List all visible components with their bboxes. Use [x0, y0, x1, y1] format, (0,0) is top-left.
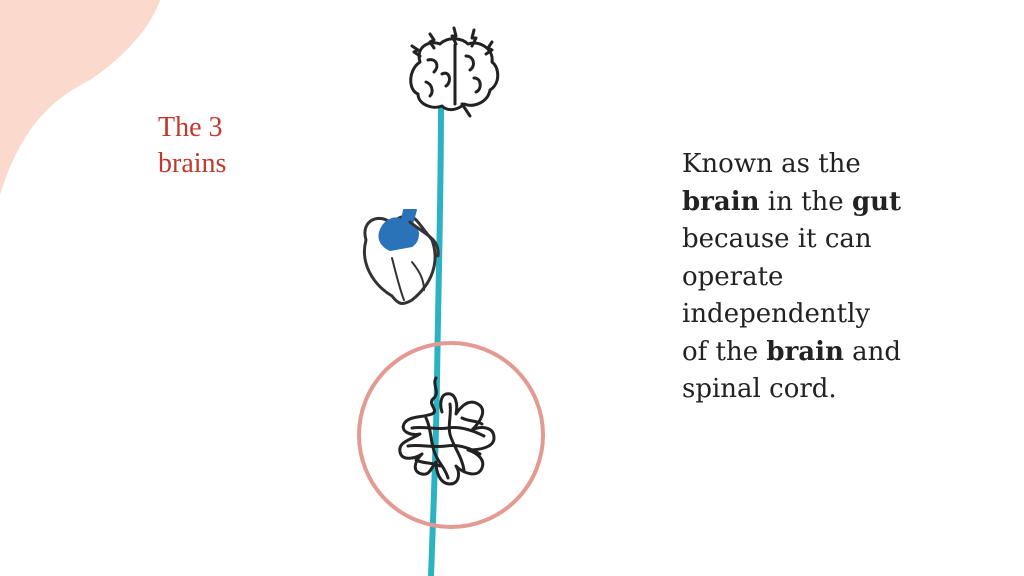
text-line-3: because it can	[682, 224, 872, 254]
text-line-6-brain: brain	[766, 336, 844, 367]
text-line-2-brain: brain	[682, 186, 760, 217]
title-line-2: brains	[158, 148, 227, 179]
gut-description: Known as the brain in the gut because it…	[682, 146, 982, 409]
text-line-5: independently	[682, 299, 871, 329]
spinal-cord-line	[428, 99, 444, 576]
text-line-7: spinal cord.	[682, 374, 837, 404]
decorative-corner-blob	[0, 0, 160, 195]
text-line-6-end: and	[843, 336, 902, 367]
title-line-1: The 3	[158, 112, 223, 143]
gut-icon	[398, 376, 496, 486]
slide-title: The 3 brains	[158, 110, 226, 182]
gut-highlight-circle	[357, 341, 545, 529]
text-line-6-start: of the	[682, 336, 767, 367]
text-line-2-gut: gut	[851, 186, 902, 217]
heart-icon	[363, 209, 440, 305]
brain-icon	[409, 26, 500, 118]
text-line-2-mid: in the	[759, 186, 852, 217]
text-line-1: Known as the	[682, 149, 861, 179]
text-line-4: operate	[682, 261, 784, 292]
